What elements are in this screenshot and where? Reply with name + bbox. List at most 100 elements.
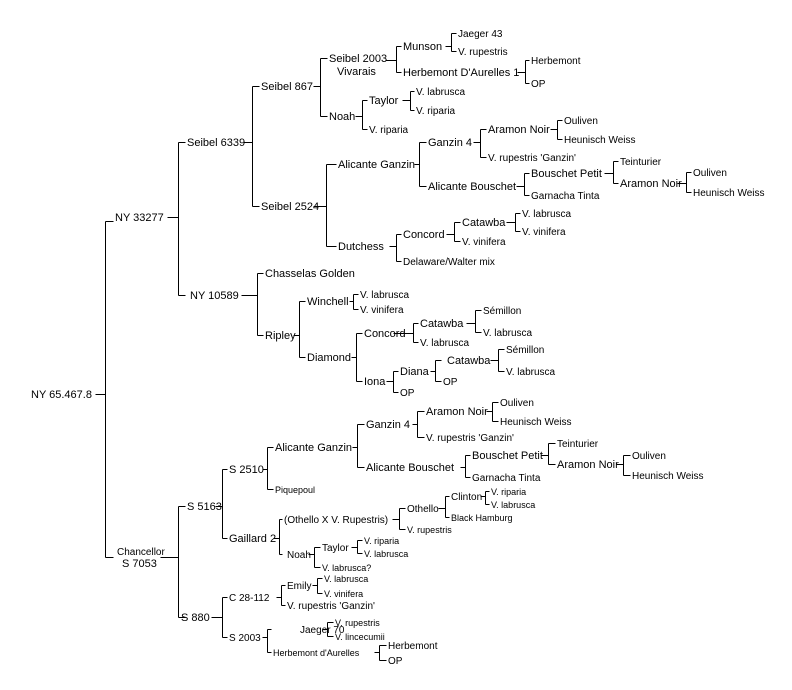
- node-ny33277: NY 33277: [115, 212, 164, 224]
- node-iona: Iona: [364, 376, 386, 388]
- node-vlab3: V. labrusca: [360, 290, 410, 301]
- node-noah2: Noah: [287, 550, 311, 561]
- node-op3: OP: [400, 388, 415, 399]
- node-vrip2: V. riparia: [369, 125, 409, 136]
- node-hw4: Heunisch Weiss: [632, 471, 704, 482]
- node-taylor1: Taylor: [369, 95, 399, 107]
- node-othxvr: (Othello X V. Rupestris): [284, 515, 388, 526]
- node-bp1: Bouschet Petit: [531, 168, 602, 180]
- node-ab2: Alicante Bouschet: [366, 462, 454, 474]
- node-s2510: S 2510: [229, 464, 264, 476]
- node-jaeger70: Jaeger 70: [300, 625, 345, 636]
- node-hw2: Heunisch Weiss: [693, 188, 765, 199]
- node-vlab6: V. labrusca: [506, 367, 556, 378]
- node-gt2: Garnacha Tinta: [472, 473, 541, 484]
- node-vrip1: V. riparia: [416, 106, 456, 117]
- node-s5163: S 5163: [187, 501, 222, 513]
- node-piquepoul: Piquepoul: [275, 485, 315, 495]
- node-vrup1: V. rupestris: [458, 47, 508, 58]
- node-vrg1: V. rupestris 'Ganzin': [488, 153, 576, 164]
- node-vrup3: V. rupestris: [335, 618, 380, 628]
- node-bp2: Bouschet Petit: [472, 450, 543, 462]
- node-op4: OP: [388, 656, 403, 667]
- node-g4a: Ganzin 4: [428, 137, 472, 149]
- node-vrg3: V. rupestris 'Ganzin': [287, 601, 375, 612]
- node-vlab5: V. labrusca: [420, 338, 470, 349]
- node-vrup2: V. rupestris: [407, 525, 452, 535]
- node-s6339: Seibel 6339: [187, 137, 245, 149]
- node-ab1: Alicante Bouschet: [428, 181, 516, 193]
- node-vvin4: V. vinifera: [324, 589, 363, 599]
- node-an2: Aramon Noir: [620, 178, 682, 190]
- node-s867: Seibel 867: [261, 81, 313, 93]
- node-dwmix: Delaware/Walter mix: [403, 257, 495, 268]
- node-c28112: C 28-112: [229, 593, 270, 604]
- node-diamond: Diamond: [307, 352, 351, 364]
- node-catawba3: Catawba: [447, 355, 491, 367]
- node-noah1: Noah: [329, 111, 355, 123]
- node-an4: Aramon Noir: [557, 459, 619, 471]
- node-bham: Black Hamburg: [451, 513, 513, 523]
- node-hda2: Herbemont d'Aurelles: [273, 648, 360, 658]
- node-ag1: Alicante Ganzin: [338, 159, 415, 171]
- node-vlab2: V. labrusca: [522, 209, 572, 220]
- node-concord1: Concord: [403, 229, 445, 241]
- node-tein2: Teinturier: [557, 439, 599, 450]
- node-ag2: Alicante Ganzin: [275, 442, 352, 454]
- node-vvin1: V. vinifera: [522, 227, 566, 238]
- node-vlab9: V. labrusca: [324, 574, 368, 584]
- node-herb2: Herbemont: [388, 641, 438, 652]
- node-vlinc: V. lincecumii: [335, 632, 385, 642]
- node-catawba2: Catawba: [420, 318, 464, 330]
- node-an3: Aramon Noir: [426, 406, 488, 418]
- node-ripley: Ripley: [265, 330, 296, 342]
- node-vvin3: V. vinifera: [360, 305, 404, 316]
- node-gaillard2: Gaillard 2: [229, 533, 276, 545]
- node-gt1: Garnacha Tinta: [531, 191, 600, 202]
- node-vlab7: V. labrusca: [491, 500, 535, 510]
- node-op1: OP: [531, 79, 546, 90]
- node-herb1: Herbemont: [531, 56, 581, 67]
- node-ny10589: NY 10589: [190, 290, 239, 302]
- node-tein1: Teinturier: [620, 157, 662, 168]
- node-vrip4: V. riparia: [364, 536, 399, 546]
- node-clinton: Clinton: [451, 492, 482, 503]
- node-emily: Emily: [287, 581, 311, 592]
- node-chanc1: Chancellor: [117, 547, 165, 558]
- node-oul4: Ouliven: [632, 451, 666, 462]
- node-chassgold: Chasselas Golden: [265, 268, 355, 280]
- node-oul2: Ouliven: [693, 168, 727, 179]
- node-vrip3: V. riparia: [491, 487, 526, 497]
- node-vrg2: V. rupestris 'Ganzin': [426, 433, 514, 444]
- node-oul3: Ouliven: [500, 398, 534, 409]
- node-diana: Diana: [400, 366, 430, 378]
- node-root: NY 65.467.8: [31, 389, 92, 401]
- node-an1: Aramon Noir: [488, 124, 550, 136]
- node-vlabq: V. labrusca?: [322, 563, 371, 573]
- node-taylor2: Taylor: [322, 543, 349, 554]
- node-oul1: Ouliven: [564, 116, 598, 127]
- node-chanc2: S 7053: [122, 558, 157, 570]
- node-munson: Munson: [403, 41, 442, 53]
- node-vlab4: V. labrusca: [483, 328, 533, 339]
- node-othello: Othello: [407, 504, 439, 515]
- node-s880: S 880: [181, 612, 210, 624]
- node-hda1: Herbemont D'Aurelles 1: [403, 67, 519, 79]
- node-op2: OP: [443, 377, 458, 388]
- node-s2003c: S 2003: [229, 633, 261, 644]
- node-s2524: Seibel 2524: [261, 201, 319, 213]
- node-vlab1: V. labrusca: [416, 87, 466, 98]
- node-hw1: Heunisch Weiss: [564, 135, 636, 146]
- node-jaeger43: Jaeger 43: [458, 29, 503, 40]
- node-g4b: Ganzin 4: [366, 419, 410, 431]
- node-vvin2: V. vinifera: [462, 237, 506, 248]
- node-dutchess: Dutchess: [338, 241, 384, 253]
- node-hw3: Heunisch Weiss: [500, 417, 572, 428]
- node-concord2: Concord: [364, 328, 406, 340]
- node-sem1: Sémillon: [483, 306, 521, 317]
- node-vlab8: V. labrusca: [364, 549, 408, 559]
- node-s2003a: Seibel 2003: [329, 53, 387, 65]
- node-sem2: Sémillon: [506, 345, 544, 356]
- node-s2003b: Vivarais: [337, 66, 376, 78]
